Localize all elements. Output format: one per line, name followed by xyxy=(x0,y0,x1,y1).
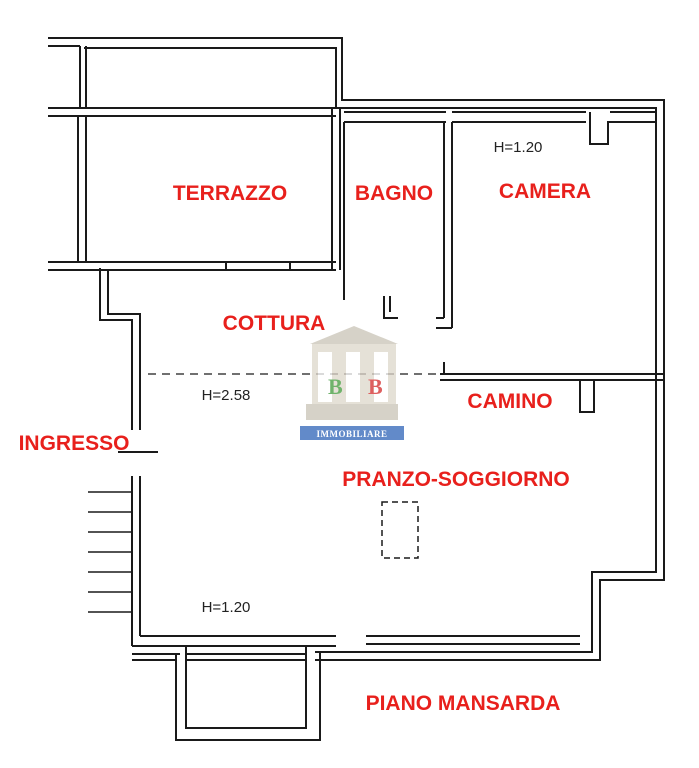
bagno-door-jamb xyxy=(436,317,452,329)
living-left-wall-2 xyxy=(107,270,141,430)
agency-logo: B B IMMOBILIARE xyxy=(300,326,404,440)
logo-base xyxy=(306,404,398,420)
label-bagno: BAGNO xyxy=(355,182,433,205)
logo-banner xyxy=(300,426,404,440)
terrace-window xyxy=(225,261,291,271)
logo-letter-1: B xyxy=(328,374,343,399)
stairs xyxy=(88,491,132,613)
label-cottura: COTTURA xyxy=(223,312,326,335)
balcony-inner xyxy=(185,646,307,729)
camino-box xyxy=(579,380,595,413)
camino-stub xyxy=(443,362,452,375)
walls xyxy=(48,37,665,741)
label-ingresso: INGRESSO xyxy=(19,432,130,455)
living-left-wall xyxy=(99,268,133,430)
balcony-outer xyxy=(175,652,321,741)
label-piano-mansarda: PIANO MANSARDA xyxy=(366,692,561,715)
label-terrazzo: TERRAZZO xyxy=(173,182,287,205)
cottura-partition xyxy=(383,296,398,319)
chimney-notch xyxy=(589,112,656,145)
height-main: H=2.58 xyxy=(202,387,251,404)
height-camera: H=1.20 xyxy=(494,139,543,156)
terrace-wall-outer xyxy=(48,37,665,661)
label-camera: CAMERA xyxy=(499,180,591,203)
logo-letter-2: B xyxy=(368,374,383,399)
skylight xyxy=(381,501,419,559)
logo-text: IMMOBILIARE xyxy=(316,429,387,439)
height-bottom: H=1.20 xyxy=(202,599,251,616)
logo-roof xyxy=(310,326,398,344)
label-pranzo-soggiorno: PRANZO-SOGGIORNO xyxy=(342,468,570,491)
label-camino: CAMINO xyxy=(467,390,552,413)
